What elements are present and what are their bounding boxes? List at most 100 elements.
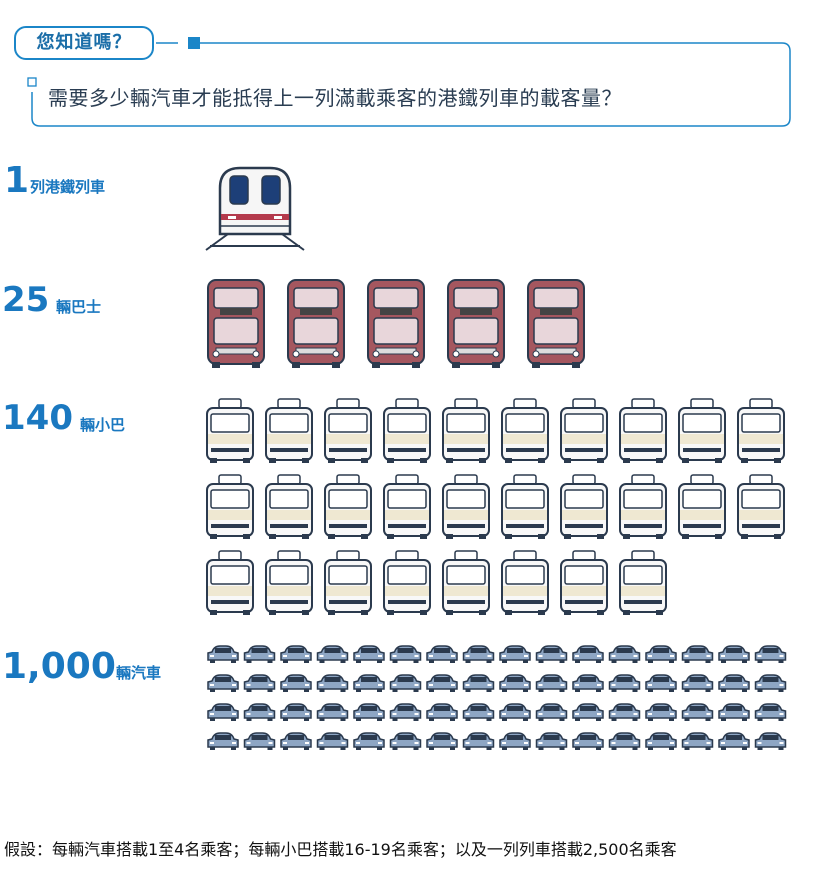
minibus-icon xyxy=(265,398,313,463)
minibus-icon xyxy=(383,550,431,615)
car-icon xyxy=(718,703,750,721)
car-icon xyxy=(718,645,750,663)
minibus-icon xyxy=(560,550,608,615)
minibus-icon xyxy=(383,474,431,539)
minibus-icon xyxy=(678,474,726,539)
car-icon xyxy=(645,703,677,721)
car-icon xyxy=(645,674,677,692)
car-group xyxy=(207,645,787,750)
car-icon xyxy=(426,674,458,692)
car-icon xyxy=(243,645,276,663)
car-icon xyxy=(389,674,422,692)
minibus-icon xyxy=(324,398,372,463)
assumptions-footnote: 假設：每輛汽車搭載1至4名乘客；每輛小巴搭載16-19名乘客；以及一列列車搭載2… xyxy=(4,840,677,859)
car-icon xyxy=(645,732,677,750)
did-you-know-tag: 您知道嗎？ xyxy=(14,26,154,60)
car-icon xyxy=(280,645,312,663)
header-frame xyxy=(27,37,791,127)
bus-icon xyxy=(367,279,425,368)
car-icon xyxy=(535,645,568,663)
car-icon xyxy=(316,732,349,750)
minibus-icon xyxy=(324,550,372,615)
car-icon xyxy=(681,674,714,692)
minibus-icon xyxy=(678,398,726,463)
car-icon xyxy=(572,674,604,692)
minibus-icon xyxy=(560,398,608,463)
car-icon xyxy=(608,645,641,663)
car-icon xyxy=(681,645,714,663)
bus-icon xyxy=(287,279,345,368)
car-icon xyxy=(681,732,714,750)
car-icon xyxy=(243,674,276,692)
bus-count: 25 xyxy=(2,280,50,320)
car-icon xyxy=(353,703,385,721)
car-icon xyxy=(754,645,787,663)
car-icon xyxy=(681,703,714,721)
car-icon xyxy=(535,732,568,750)
minibus-icon xyxy=(737,398,785,463)
car-icon xyxy=(608,703,641,721)
car-icon xyxy=(426,645,458,663)
car-icon xyxy=(499,703,531,721)
car-icon xyxy=(608,674,641,692)
car-icon xyxy=(389,732,422,750)
car-icon xyxy=(207,703,239,721)
car-icon xyxy=(462,645,495,663)
car-icon xyxy=(608,732,641,750)
minibus-icon xyxy=(560,474,608,539)
train-icon xyxy=(205,166,305,251)
minibus-icon xyxy=(442,474,490,539)
car-icon xyxy=(316,703,349,721)
minibus-icon xyxy=(442,550,490,615)
car-icon xyxy=(316,645,349,663)
minibus-count: 140 xyxy=(2,398,73,438)
train-unit-label: 列港鐵列車 xyxy=(30,178,106,196)
car-icon xyxy=(535,674,568,692)
car-icon xyxy=(718,674,750,692)
car-count: 1,000 xyxy=(2,646,116,687)
car-icon xyxy=(718,732,750,750)
car-icon xyxy=(572,703,604,721)
car-icon xyxy=(754,732,787,750)
car-icon xyxy=(426,703,458,721)
minibus-icon xyxy=(501,474,549,539)
minibus-icon xyxy=(324,474,372,539)
minibus-icon xyxy=(442,398,490,463)
car-icon xyxy=(243,703,276,721)
bus-icon xyxy=(447,279,505,368)
bus-group xyxy=(207,279,585,368)
minibus-icon xyxy=(383,398,431,463)
car-icon xyxy=(207,645,239,663)
car-icon xyxy=(462,703,495,721)
car-icon xyxy=(353,674,385,692)
car-icon xyxy=(353,645,385,663)
bus-icon xyxy=(527,279,585,368)
car-icon xyxy=(426,732,458,750)
car-icon xyxy=(280,732,312,750)
car-icon xyxy=(280,703,312,721)
car-icon xyxy=(535,703,568,721)
car-icon xyxy=(243,732,276,750)
bus-unit-label: 輛巴士 xyxy=(56,298,102,316)
minibus-icon xyxy=(737,474,785,539)
car-icon xyxy=(499,732,531,750)
question-text: 需要多少輛汽車才能抵得上一列滿載乘客的港鐵列車的載客量？ xyxy=(48,86,622,110)
minibus-icon xyxy=(206,474,254,539)
minibus-unit-label: 輛小巴 xyxy=(80,416,126,434)
bus-icon xyxy=(207,279,265,368)
minibus-icon xyxy=(501,550,549,615)
minibus-icon xyxy=(206,398,254,463)
car-unit-label: 輛汽車 xyxy=(116,664,162,682)
car-icon xyxy=(499,674,531,692)
car-icon xyxy=(280,674,312,692)
car-icon xyxy=(572,645,604,663)
car-icon xyxy=(389,645,422,663)
minibus-icon xyxy=(265,550,313,615)
car-icon xyxy=(754,674,787,692)
minibus-icon xyxy=(619,398,667,463)
minibus-icon xyxy=(265,474,313,539)
car-icon xyxy=(645,645,677,663)
train-count: 1 xyxy=(4,160,30,201)
car-icon xyxy=(389,703,422,721)
minibus-icon xyxy=(619,550,667,615)
